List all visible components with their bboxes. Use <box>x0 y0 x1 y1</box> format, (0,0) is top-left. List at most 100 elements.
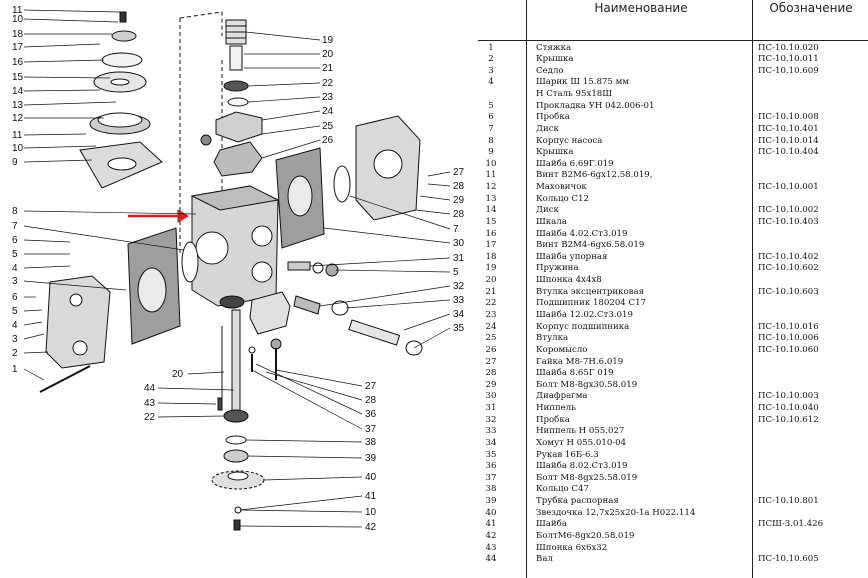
row-number: 16 <box>485 228 497 239</box>
callout: 13 <box>12 100 24 111</box>
row-name: Шпонка 4х4х8 <box>536 275 602 286</box>
row-number: 28 <box>485 368 497 379</box>
row-name: Маховичок <box>536 182 587 193</box>
row-code: ПС-10.10.602 <box>758 263 819 274</box>
callout: 42 <box>365 522 377 533</box>
row-number: 5 <box>488 100 494 111</box>
callout: 20 <box>172 369 184 380</box>
row-number: 21 <box>485 286 497 297</box>
row-code: ПСШ-3.01.426 <box>758 519 824 530</box>
callouts-bottom-right: 27 28 36 37 38 39 40 41 10 42 <box>365 381 377 533</box>
callout: 12 <box>12 113 24 124</box>
callout: 28 <box>453 181 465 192</box>
row-number: 32 <box>485 414 497 425</box>
row-number: 1 <box>488 42 494 53</box>
row-name: Седло <box>536 65 564 76</box>
callout: 11 <box>12 130 23 141</box>
callout: 17 <box>12 42 24 53</box>
callout: 24 <box>322 106 334 117</box>
row-code: ПС-10.10.060 <box>758 344 819 355</box>
row-code: ПС-10.10.403 <box>758 216 819 227</box>
callout: 40 <box>365 472 377 483</box>
row-name: Ниппель <box>536 403 576 414</box>
row-number: 19 <box>485 263 497 274</box>
row-name: Винт В2М4-6gх6.58.019 <box>536 240 645 251</box>
column-divider <box>526 0 527 578</box>
row-name: Диск <box>536 205 559 216</box>
row-name: Вал <box>536 554 553 565</box>
column-divider <box>752 0 753 578</box>
row-name: Диафрагма <box>536 391 588 402</box>
row-name: Пробка <box>536 414 570 425</box>
row-name: Крышка <box>536 54 574 65</box>
row-code: ПС-10.10.016 <box>758 321 819 332</box>
row-name: Шарик Ш 15.875 мм <box>536 77 629 88</box>
row-number: 15 <box>485 216 497 227</box>
row-code: ПС-10.10.801 <box>758 496 819 507</box>
row-name: Втулка эксцентриковая <box>536 286 645 297</box>
callout: 23 <box>322 92 334 103</box>
callouts-right: 19 20 21 22 23 24 25 26 27 28 29 28 7 30… <box>322 35 465 334</box>
row-code: ПС-10.10.002 <box>758 205 819 216</box>
row-name: Шайба <box>536 519 567 530</box>
row-number: 43 <box>485 542 497 553</box>
row-name: Шайба 8.02.Ст3.019 <box>536 461 628 472</box>
row-code: ПС-10.10.020 <box>758 42 819 53</box>
row-number: 20 <box>485 275 497 286</box>
row-code: ПС-10.10.008 <box>758 112 819 123</box>
table-row: 36 Шайба 8.02.Ст3.019 <box>474 461 868 473</box>
row-name: Шайба 12.02.Ст3.019 <box>536 309 633 320</box>
callout: 22 <box>144 412 156 423</box>
callout: 4 <box>12 263 18 274</box>
row-number: 26 <box>485 344 497 355</box>
row-number: 34 <box>485 437 497 448</box>
dashed-guide <box>179 11 223 36</box>
row-number: 8 <box>488 135 494 146</box>
row-code: ПС-10.10.612 <box>758 414 819 425</box>
callout: 18 <box>12 29 24 40</box>
row-number: 36 <box>485 461 497 472</box>
callout: 41 <box>365 491 377 502</box>
rocker-arm <box>213 141 263 177</box>
row-name: Пробка <box>536 112 570 123</box>
callout: 30 <box>453 238 465 249</box>
row-name: Шайба 6.69Г.019 <box>536 158 614 169</box>
callout: 1 <box>12 364 18 375</box>
row-number: 30 <box>485 391 497 402</box>
row-code: ПС-10.10.006 <box>758 333 819 344</box>
callout: 2 <box>12 348 18 359</box>
nipple <box>287 261 311 271</box>
shaft <box>231 309 241 421</box>
row-number: 31 <box>485 403 497 414</box>
callout: 28 <box>453 209 465 220</box>
row-number: 12 <box>485 182 497 193</box>
row-name: Винт В2М6-6gх12.58.019, <box>536 170 653 181</box>
row-code: ПС-10.10.040 <box>758 403 819 414</box>
callout: 8 <box>12 206 18 217</box>
row-name: Болт М8-8gх25.58.019 <box>536 472 638 483</box>
header-code: Обозначение <box>769 1 853 15</box>
callout: 33 <box>453 295 465 306</box>
